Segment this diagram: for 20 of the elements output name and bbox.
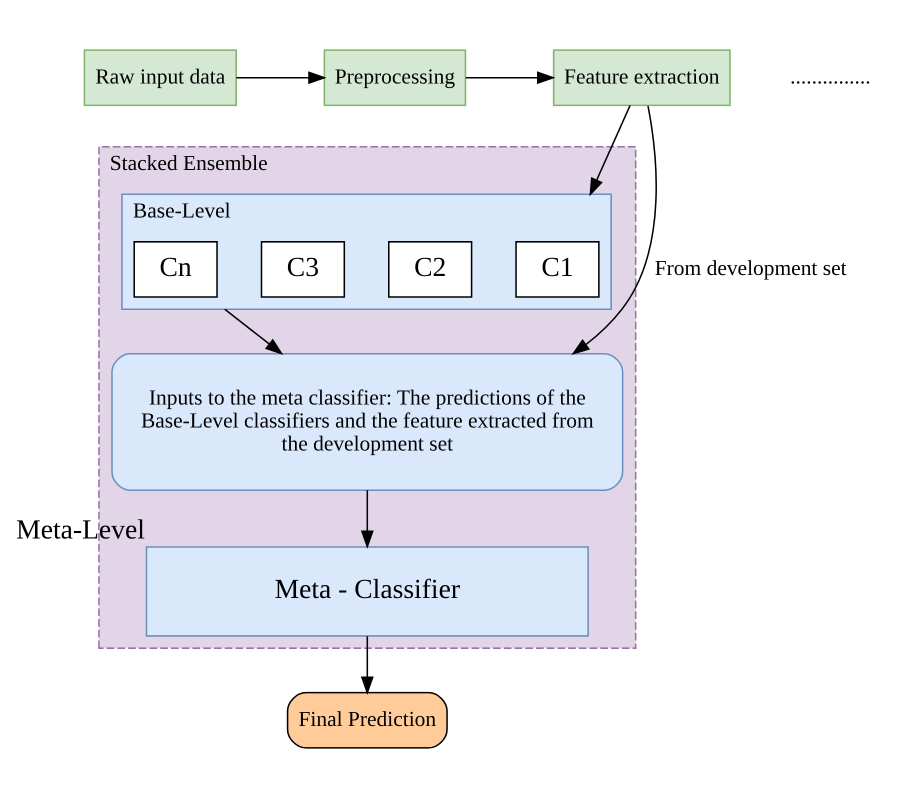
node-box: Final Prediction (286, 691, 448, 748)
node-box: Inputs to the meta classifier: The predictions of the Base-Level classifiers and the feature extracted from the development set (111, 352, 624, 490)
node-box: Meta - Classifier (146, 546, 589, 636)
arrow (360, 490, 374, 548)
arrow (466, 70, 556, 84)
node-box: Preprocessing (324, 48, 466, 106)
arrow (589, 104, 631, 196)
arrow (360, 636, 374, 694)
node-box: Cn (133, 240, 218, 298)
arrow (571, 105, 657, 355)
node-box: Feature extraction (552, 48, 731, 106)
node-box: Raw input data (84, 48, 237, 106)
arrow (224, 308, 284, 354)
node-label: Meta-Level (16, 512, 145, 544)
edge-label: From development set (654, 256, 847, 280)
node-box: C1 (515, 240, 600, 298)
node-box: C3 (260, 240, 346, 298)
label: ............... (790, 64, 871, 88)
node-box: C2 (388, 240, 472, 298)
arrow (236, 70, 327, 84)
